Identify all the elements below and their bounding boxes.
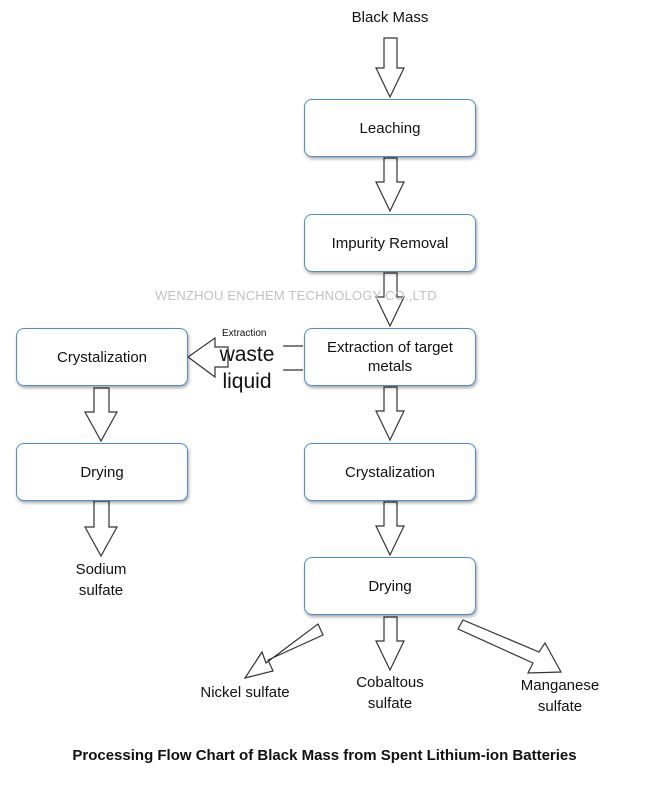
step-leaching: Leaching	[304, 99, 476, 157]
step-extraction: Extraction of target metals	[304, 328, 476, 386]
waste-label-line1: waste	[219, 343, 275, 366]
output-sodium-line1: Sodium	[75, 561, 127, 578]
step-crystalization: Crystalization	[304, 443, 476, 501]
diagram-caption: Processing Flow Chart of Black Mass from…	[72, 747, 577, 764]
arrow-side-crystalization-to-drying	[83, 387, 119, 443]
waste-label-line2: liquid	[222, 370, 272, 393]
waste-label-small: Extraction	[222, 328, 267, 339]
output-manganese-line1: Manganese	[520, 677, 600, 694]
arrow-crystalization-to-drying	[375, 501, 405, 557]
arrow-drying-to-manganese	[457, 619, 562, 674]
output-cobalt-line2: sulfate	[367, 695, 413, 712]
arrow-waste-to-crystalization	[186, 336, 229, 379]
step-drying: Drying	[304, 557, 476, 615]
step-impurity-removal: Impurity Removal	[304, 214, 476, 272]
watermark: WENZHOU ENCHEM TECHNOLOGY CO.,LTD	[155, 288, 437, 303]
input-black-mass: Black Mass	[351, 9, 429, 26]
side-step-crystalization: Crystalization	[16, 328, 188, 386]
side-step-drying: Drying	[16, 443, 188, 501]
arrow-drying-to-nickel	[243, 623, 324, 679]
arrow-extraction-to-crystalization	[375, 386, 405, 442]
output-nickel-sulfate: Nickel sulfate	[200, 684, 290, 701]
output-cobalt-line1: Cobaltous	[356, 674, 424, 691]
output-manganese-line2: sulfate	[537, 698, 583, 715]
arrow-drying-to-cobalt	[375, 616, 405, 672]
arrow-impurity-to-extraction	[375, 272, 405, 328]
output-sodium-line2: sulfate	[78, 582, 124, 599]
arrow-side-drying-to-sodium	[83, 500, 119, 558]
arrow-blackmass-to-leaching	[375, 37, 405, 99]
arrow-leaching-to-impurity	[375, 157, 405, 213]
